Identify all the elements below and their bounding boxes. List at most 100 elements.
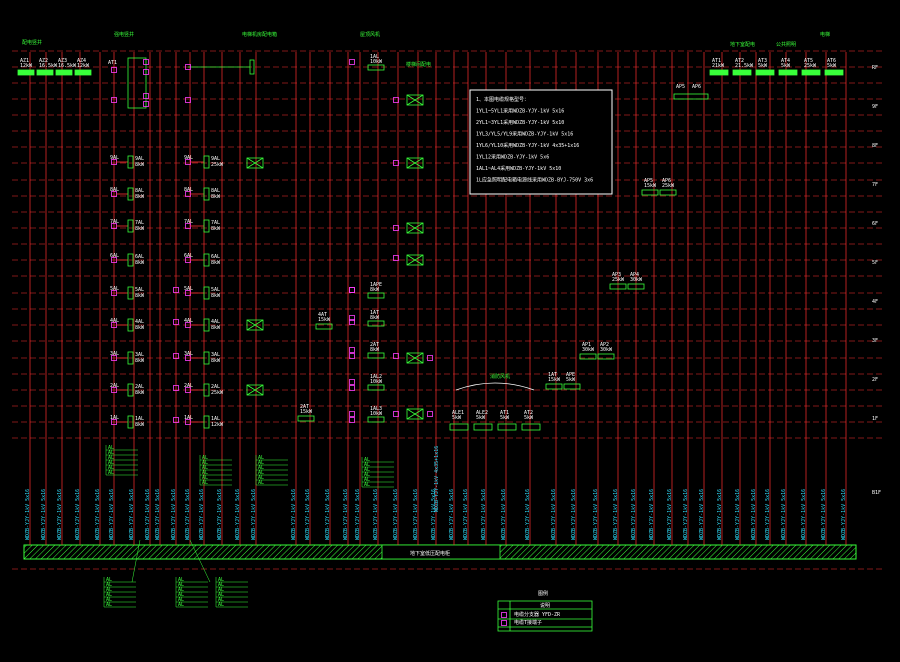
panel-id: 3AL: [211, 352, 220, 358]
panel-box: [315, 323, 333, 330]
switch-cross: [406, 222, 424, 234]
cable-table-text: AL: [108, 465, 114, 471]
cable-table-text: AL: [258, 465, 264, 471]
cable-label: WDZB-YJY-1kV 5x16: [291, 489, 297, 540]
panel-box: [203, 318, 210, 332]
breaker-symbol: [393, 225, 399, 231]
panel-id: ALE2: [476, 410, 488, 416]
switch-cross: [406, 352, 424, 364]
panel-box: [367, 352, 385, 359]
panel-box: [127, 351, 134, 365]
panel-id: AP2: [600, 342, 609, 348]
breaker-symbol: [173, 319, 179, 325]
panel-rating: 8kW: [135, 325, 145, 331]
panel-box: [127, 187, 134, 201]
breaker-symbol: [111, 97, 117, 103]
cable-label: WDZB-YJY-1kV 5x16: [613, 489, 619, 540]
switch-box: [406, 157, 424, 169]
switch-cross: [406, 254, 424, 266]
group-title: 楼梯间配电: [406, 61, 431, 68]
panel-id: 5AL: [110, 286, 119, 292]
panel-id: 1AT: [548, 372, 557, 378]
cable-label: WDZB-YJY-1kV 5x16: [841, 489, 847, 540]
legend-header: 说明: [540, 602, 550, 609]
cable-label: WDZB-YJY-1kV 5x16: [41, 489, 47, 540]
panel-id: AT2: [735, 58, 744, 64]
cable-label: WDZB-YJY-1kV 5x16: [781, 489, 787, 540]
cable-label: WDZB-YJY-1kV 5x16: [525, 489, 531, 540]
panel-rating: 25kW: [612, 277, 625, 283]
panel-id: 2AT: [300, 404, 309, 410]
panel-rating: 5kW: [758, 63, 768, 69]
panel-box: [824, 69, 844, 76]
panel-rating: 8kW: [135, 390, 145, 396]
panel-id: 6AL: [184, 253, 193, 259]
cable-label: WDZB-YJY-1kV 5x16: [463, 489, 469, 540]
panel-id: 2AL: [184, 383, 193, 389]
panel-id: ALE1: [452, 410, 464, 416]
switch-box: [246, 157, 264, 169]
cable-label: WDZB-YJY-1kV 5x16: [431, 489, 437, 540]
breaker-symbol: [143, 69, 149, 75]
panel-id: AT4: [781, 58, 790, 64]
cable-table-text: AL: [178, 582, 184, 588]
legend-title: 图例: [538, 590, 548, 597]
cable-label: WDZB-YJY-1kV 5x16: [413, 489, 419, 540]
breaker-symbol: [393, 97, 399, 103]
cable-table-text: AL: [364, 482, 370, 488]
leader-line: [189, 539, 211, 583]
cable-table-text: AL: [178, 597, 184, 603]
breaker-symbol: [143, 59, 149, 65]
group-title: 消防风机: [490, 373, 510, 380]
cable-label: WDZB-YJY-1kV 5x16: [751, 489, 757, 540]
cable-label: WDZB-YJY-1kV 5x16: [57, 489, 63, 540]
panel-box: [203, 155, 210, 169]
panel-rating: 10kW: [370, 379, 383, 385]
panel-id: 2AT: [370, 342, 379, 348]
panel-rating: 21kW: [712, 63, 725, 69]
panel-box: [449, 423, 469, 431]
breaker-symbol: [143, 101, 149, 107]
panel-rating: 15kW: [548, 377, 561, 383]
panel-id: AT6: [827, 58, 836, 64]
panel-box: [203, 415, 210, 429]
breaker-symbol: [393, 160, 399, 166]
cable-label: WDZB-YJY-1kV 5x16: [551, 489, 557, 540]
panel-id: AP6: [662, 178, 671, 184]
switch-box: [406, 94, 424, 106]
cable-table-text: AL: [364, 457, 370, 463]
breaker-symbol: [501, 612, 507, 618]
panel-rating: 5kW: [781, 63, 791, 69]
cable-label: WDZB-YJY-1kV 5x16: [699, 489, 705, 540]
switch-cross: [246, 384, 264, 396]
switch-cross: [406, 408, 424, 420]
breaker-symbol: [143, 93, 149, 99]
panel-rating: 8kW: [135, 162, 145, 168]
panel-rating: 10kW: [370, 59, 383, 65]
panel-id: AT3: [758, 58, 767, 64]
breaker-symbol: [349, 315, 355, 321]
panel-box: [36, 69, 54, 76]
cable-table-text: AL: [106, 587, 112, 593]
panel-id: 1AL: [184, 415, 193, 421]
panel-box: [367, 292, 385, 299]
panel-id: 5AL: [184, 286, 193, 292]
panel-rating: 25kW: [804, 63, 817, 69]
switch-box: [406, 222, 424, 234]
switch-cross: [246, 157, 264, 169]
panel-box: [473, 423, 493, 431]
cable-label: WDZB-YJY-1kV 5x16: [25, 489, 31, 540]
cable-table-text: AL: [202, 460, 208, 466]
panel-id: 5AL: [135, 287, 144, 293]
cable-table-text: AL: [364, 462, 370, 468]
panel-rating: 30kW: [582, 347, 595, 353]
panel-rating: 5kW: [524, 415, 534, 421]
cable-label: WDZB-YJY-1kV 5x16: [251, 489, 257, 540]
breaker-symbol: [185, 97, 191, 103]
panel-box: [127, 253, 134, 267]
panel-id: AZ3: [58, 58, 67, 64]
panel-id: 5AL: [211, 287, 220, 293]
cable-table-text: AL: [202, 475, 208, 481]
panel-id: AT1: [108, 60, 117, 66]
